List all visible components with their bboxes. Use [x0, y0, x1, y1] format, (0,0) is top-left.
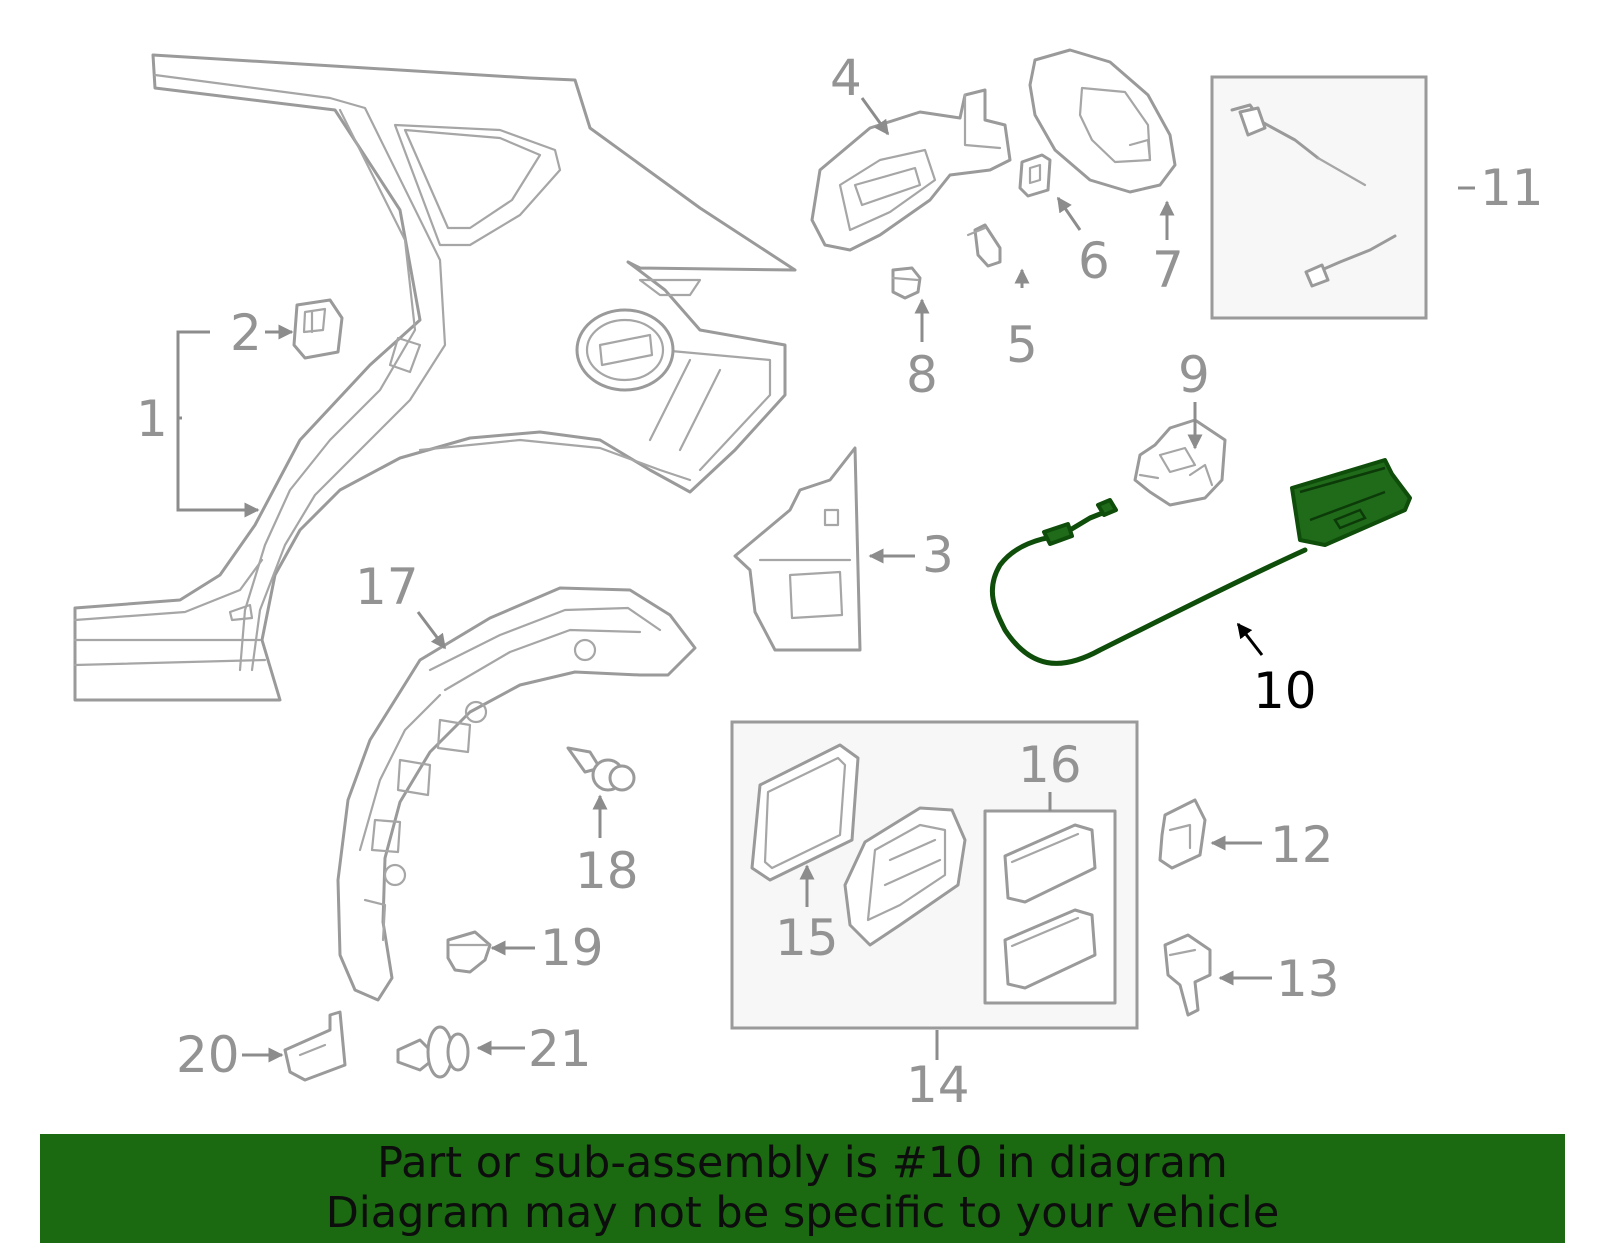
- part-8-fastener[interactable]: [891, 266, 922, 300]
- callout-7: 7: [1152, 241, 1184, 299]
- part-10-release-cable[interactable]: [989, 458, 1412, 666]
- part-9-actuator[interactable]: [1133, 418, 1227, 507]
- part-1-quarter-panel[interactable]: [73, 53, 797, 702]
- banner-line-1: Part or sub-assembly is #10 in diagram: [377, 1138, 1228, 1188]
- callout-21: 21: [528, 1020, 592, 1078]
- callout-13: 13: [1276, 950, 1340, 1008]
- callout-3: 3: [922, 526, 954, 584]
- part-2-clip[interactable]: [292, 298, 344, 360]
- callout-2: 2: [230, 304, 262, 362]
- part-5-bolt[interactable]: [966, 223, 1002, 268]
- callout-16: 16: [1018, 736, 1082, 794]
- banner-line-2: Diagram may not be specific to your vehi…: [325, 1188, 1280, 1238]
- part-21-grommet[interactable]: [396, 1025, 470, 1079]
- part-12-clip[interactable]: [1158, 798, 1207, 870]
- callout-11: 11: [1480, 159, 1544, 217]
- callout-1: 1: [136, 390, 168, 448]
- callout-17: 17: [355, 558, 419, 616]
- callout-5: 5: [1006, 316, 1038, 374]
- callout-19: 19: [540, 919, 604, 977]
- part-20-bracket[interactable]: [283, 1010, 347, 1082]
- leader-lines: [176, 97, 1475, 1063]
- callout-18: 18: [575, 842, 639, 900]
- part-17-wheel-liner[interactable]: [336, 586, 697, 1002]
- callout-20: 20: [176, 1026, 240, 1084]
- callout-8: 8: [906, 346, 938, 404]
- part-4-fuel-door-housing[interactable]: [810, 88, 1012, 252]
- part-11-boxed-kit[interactable]: [1210, 75, 1428, 320]
- part-6-clip[interactable]: [1018, 153, 1052, 198]
- part-13-clip[interactable]: [1163, 933, 1212, 1017]
- part-16-pads[interactable]: [1003, 823, 1097, 990]
- callout-9: 9: [1178, 346, 1210, 404]
- part-18-push-pin[interactable]: [566, 746, 636, 792]
- callout-labels: 1 2 3 4 5 6 7 8 9 10 11 12 13 14 15 16 1…: [136, 49, 1544, 1114]
- callout-15: 15: [775, 909, 839, 967]
- callout-6: 6: [1078, 232, 1110, 290]
- callout-10: 10: [1253, 662, 1317, 720]
- part-7-fuel-door[interactable]: [1028, 48, 1177, 194]
- callout-4: 4: [830, 49, 862, 107]
- callout-14: 14: [906, 1056, 970, 1114]
- info-banner: Part or sub-assembly is #10 in diagram D…: [40, 1134, 1565, 1243]
- part-19-nut[interactable]: [446, 930, 492, 974]
- part-3-bracket[interactable]: [733, 446, 862, 652]
- callout-12: 12: [1270, 816, 1334, 874]
- part-15-gasket[interactable]: [750, 743, 967, 947]
